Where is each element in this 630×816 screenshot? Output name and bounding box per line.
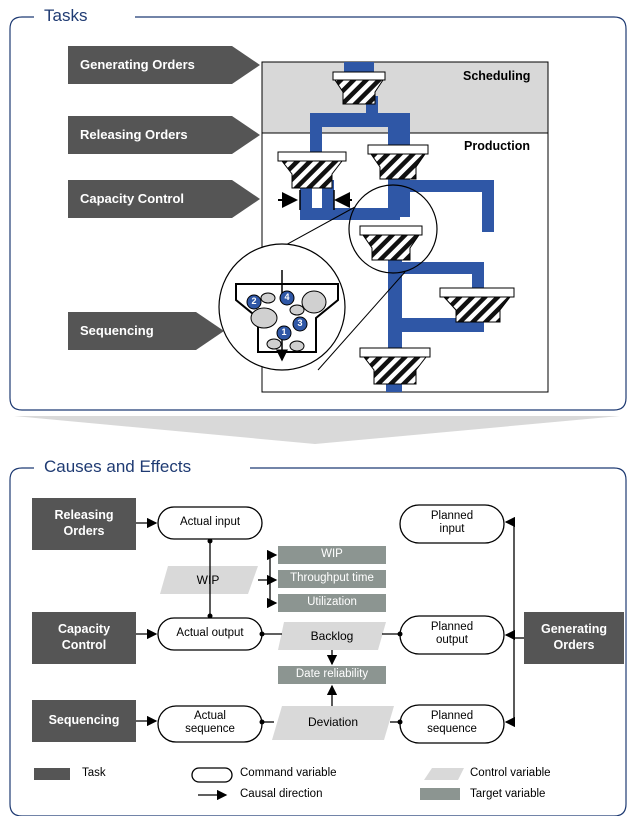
workstation: [332, 71, 386, 105]
workstation: [439, 287, 515, 323]
target-utilization: Utilization: [307, 596, 357, 608]
target-wip: WIP: [321, 548, 343, 560]
scheduling-label: Scheduling: [463, 69, 531, 83]
task-sequencing: Sequencing: [80, 323, 154, 338]
zoom-focus-circle: [348, 184, 438, 274]
effect-task-boxes: [32, 498, 624, 742]
tasks-section-border: [9, 16, 627, 411]
transition-chevron: [14, 416, 620, 444]
tasks-section-title: Tasks: [38, 6, 94, 26]
command-planned-input: Planned input: [430, 510, 474, 536]
production-label: Production: [464, 139, 530, 153]
task-releasing-orders: Releasing Orders: [80, 127, 188, 142]
capacity-arrows: [278, 190, 352, 210]
effect-task-sequencing: Sequencing: [48, 713, 120, 727]
legend-causal-label: Causal direction: [240, 788, 323, 800]
command-planned-sequence: Planned sequence: [427, 710, 477, 736]
legend-control-swatch: [424, 768, 464, 780]
sequence-number-3: 3: [297, 318, 303, 328]
task-generating-orders: Generating Orders: [80, 57, 195, 72]
command-variable-shapes: [157, 504, 505, 744]
control-variable-shapes: [160, 566, 394, 740]
effect-task-capacity-control: Capacity Control: [57, 622, 111, 652]
target-throughput-time: Throughput time: [290, 572, 374, 584]
command-actual-output: Actual output: [176, 627, 244, 639]
command-planned-output: Planned output: [430, 621, 474, 647]
workstation: [359, 225, 423, 261]
workstation: [359, 347, 431, 385]
causal-lines: [136, 516, 524, 728]
connection-dots: [207, 538, 403, 725]
legend-control-label: Control variable: [470, 767, 551, 779]
workstation: [367, 144, 429, 180]
zoom-hopper: [235, 270, 339, 362]
effect-task-releasing-orders: Releasing Orders: [54, 508, 114, 538]
task-arrow-shapes: [68, 46, 260, 350]
task-capacity-control: Capacity Control: [80, 191, 185, 206]
effects-section-title: Causes and Effects: [38, 457, 198, 477]
legend-task-swatch: [34, 768, 70, 780]
legend-target-swatch: [420, 788, 460, 800]
command-actual-input: Actual input: [179, 516, 241, 528]
legend-target-label: Target variable: [470, 788, 546, 800]
effects-section-border: [9, 467, 627, 816]
sequence-number-2: 2: [251, 296, 257, 306]
legend-command-label: Command variable: [240, 767, 337, 779]
effect-task-generating-orders: Generating Orders: [541, 622, 607, 652]
legend-task-label: Task: [82, 767, 106, 779]
legend-command-swatch: [191, 767, 233, 783]
target-variable-shapes: [278, 546, 386, 684]
command-actual-sequence: Actual sequence: [185, 710, 235, 736]
control-deviation: Deviation: [307, 715, 359, 729]
control-wip: WIP: [196, 573, 220, 587]
target-date-reliability: Date reliability: [295, 668, 369, 680]
control-backlog: Backlog: [310, 629, 354, 643]
sequence-number-4: 4: [284, 292, 290, 302]
workstation: [277, 151, 347, 189]
sequence-number-1: 1: [281, 327, 287, 337]
